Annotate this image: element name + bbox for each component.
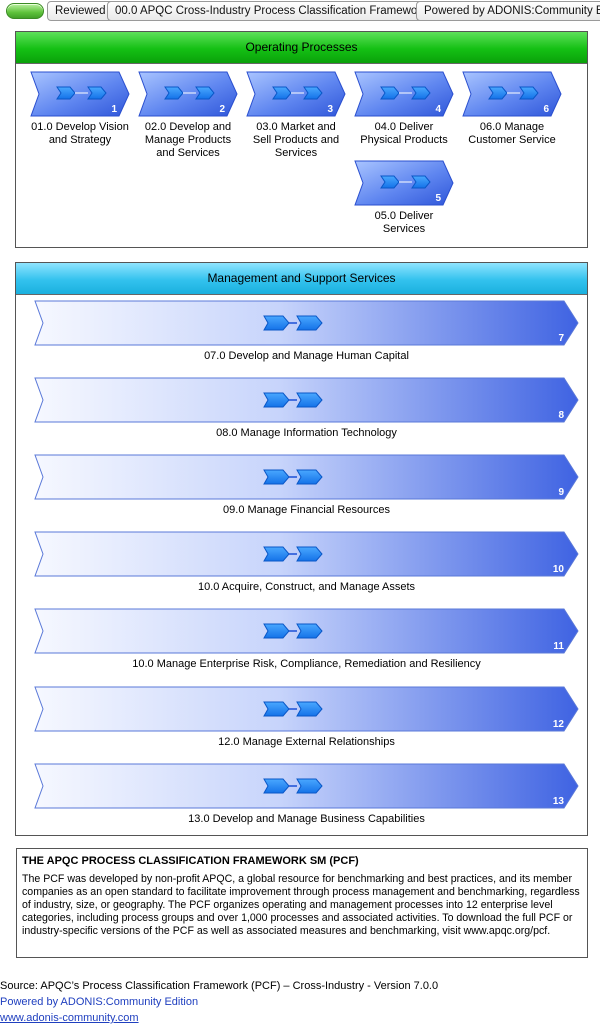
process-number: 2 (219, 104, 225, 115)
process-label: 12.0 Manage External Relationships (218, 736, 395, 748)
process-number: 3 (327, 104, 333, 115)
footer-powered-by: Powered by ADONIS:Community Edition (0, 996, 199, 1008)
operating-processes-panel: Operating Processes 1 01.0 Develop Visio… (15, 31, 588, 248)
process-chevron-shape: 6 (462, 71, 562, 117)
process-item-04[interactable]: 4 04.0 Deliver Physical Products (354, 70, 454, 147)
pcf-info-text: The PCF was developed by non-profit APQC… (22, 873, 580, 937)
status-tag[interactable]: Reviewed (47, 1, 114, 21)
model-title-tag[interactable]: 00.0 APQC Cross-Industry Process Classif… (107, 1, 435, 21)
process-band-shape: 7 (34, 300, 579, 346)
process-band-shape: 8 (34, 377, 579, 423)
process-item-09[interactable]: 9 09.0 Manage Financial Resources (34, 454, 579, 517)
process-label: 02.0 Develop and Manage Products and Ser… (144, 121, 232, 159)
process-item-08[interactable]: 8 08.0 Manage Information Technology (34, 377, 579, 440)
process-item-12[interactable]: 12 12.0 Manage External Relationships (34, 686, 579, 749)
process-band-shape: 12 (34, 686, 579, 732)
process-number: 5 (435, 193, 441, 204)
process-number: 12 (553, 719, 565, 730)
process-chevron-shape: 2 (138, 71, 238, 117)
process-number: 13 (553, 796, 565, 807)
process-band-shape: 9 (34, 454, 579, 500)
process-item-05[interactable]: 5 05.0 Deliver Services (354, 159, 454, 236)
pcf-info-box: THE APQC PROCESS CLASSIFICATION FRAMEWOR… (16, 848, 588, 958)
process-item-07[interactable]: 7 07.0 Develop and Manage Human Capital (34, 300, 579, 363)
process-chevron-shape: 4 (354, 71, 454, 117)
process-band-shape: 13 (34, 763, 579, 809)
process-chevron-shape: 3 (246, 71, 346, 117)
process-label: 09.0 Manage Financial Resources (223, 504, 390, 516)
process-label: 04.0 Deliver Physical Products (360, 121, 448, 146)
process-label: 10.0 Manage Enterprise Risk, Compliance,… (132, 658, 481, 670)
pcf-info-title: THE APQC PROCESS CLASSIFICATION FRAMEWOR… (22, 855, 359, 867)
powered-by-tag[interactable]: Powered by ADONIS:Community Edition (416, 1, 600, 21)
process-number: 1 (111, 104, 117, 115)
process-chevron-shape: 1 (30, 71, 130, 117)
process-label: 01.0 Develop Vision and Strategy (31, 121, 129, 146)
process-label: 06.0 Manage Customer Service (468, 121, 556, 146)
process-item-03[interactable]: 3 03.0 Market and Sell Products and Serv… (246, 70, 346, 160)
review-status-indicator (6, 3, 44, 19)
model-toolbar: Reviewed 00.0 APQC Cross-Industry Proces… (0, 0, 600, 22)
process-item-01[interactable]: 1 01.0 Develop Vision and Strategy (30, 70, 130, 147)
process-item-10[interactable]: 10 10.0 Acquire, Construct, and Manage A… (34, 531, 579, 594)
process-number: 11 (553, 641, 564, 652)
process-label: 03.0 Market and Sell Products and Servic… (252, 121, 340, 159)
process-number: 4 (435, 104, 441, 115)
process-label: 10.0 Acquire, Construct, and Manage Asse… (197, 581, 416, 593)
management-support-header: Management and Support Services (16, 263, 587, 295)
process-item-13[interactable]: 13 13.0 Develop and Manage Business Capa… (34, 763, 579, 826)
process-number: 6 (543, 104, 549, 115)
process-item-02[interactable]: 2 02.0 Develop and Manage Products and S… (138, 70, 238, 160)
process-item-11[interactable]: 11 10.0 Manage Enterprise Risk, Complian… (34, 608, 579, 671)
process-number: 8 (558, 410, 564, 421)
management-support-panel: Management and Support Services 7 07.0 D… (15, 262, 588, 836)
footer-source: Source: APQC’s Process Classification Fr… (0, 980, 439, 992)
footer: Source: APQC’s Process Classification Fr… (0, 978, 438, 1026)
process-number: 9 (558, 487, 564, 498)
operating-processes-header: Operating Processes (16, 32, 587, 64)
process-label: 05.0 Deliver Services (374, 210, 434, 235)
process-band-shape: 11 (34, 608, 579, 654)
process-number: 7 (558, 333, 564, 344)
process-item-06[interactable]: 6 06.0 Manage Customer Service (462, 70, 562, 147)
process-number: 10 (553, 564, 565, 575)
process-band-shape: 10 (34, 531, 579, 577)
footer-website-link[interactable]: www.adonis-community.com (0, 1012, 139, 1024)
process-label: 08.0 Manage Information Technology (216, 427, 397, 439)
process-label: 07.0 Develop and Manage Human Capital (204, 350, 409, 362)
process-label: 13.0 Develop and Manage Business Capabil… (188, 813, 425, 825)
process-chevron-shape: 5 (354, 160, 454, 206)
